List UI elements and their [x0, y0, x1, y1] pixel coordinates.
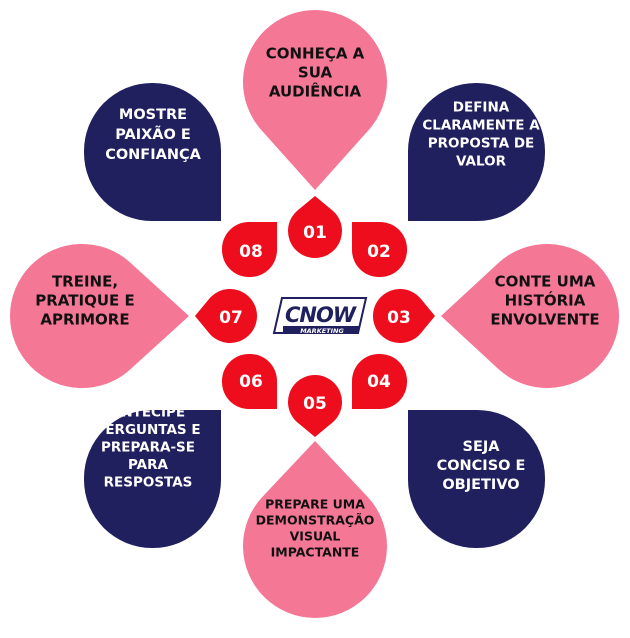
- petal-shape-01: [243, 10, 387, 191]
- leaf-shape-04: [408, 410, 545, 548]
- petal-shape-03: [441, 243, 620, 388]
- step-label-line: ENVOLVENTE: [490, 310, 599, 328]
- number-marker-06: [222, 354, 277, 409]
- step-label-line: CONCISO E: [437, 458, 526, 474]
- logo-subtext: MARKETING: [300, 327, 344, 335]
- step-number: 01: [303, 223, 327, 243]
- step-04: SEJA CONCISO E OBJETIVO 04: [352, 354, 545, 548]
- step-number: 06: [239, 372, 263, 392]
- step-label-line: SUA: [298, 63, 333, 81]
- step-label-line: PRATIQUE E: [35, 291, 134, 309]
- step-number: 07: [219, 308, 243, 328]
- number-marker-07: [195, 289, 258, 343]
- step-label-line: DEFINA: [453, 100, 510, 116]
- step-number: 08: [239, 242, 263, 262]
- petal-shape-07: [9, 244, 189, 389]
- number-marker-08: [222, 222, 277, 277]
- step-label-line: PROPOSTA DE: [428, 136, 535, 152]
- logo-text: CNOW: [285, 303, 357, 327]
- step-label-line: RESPOSTAS: [104, 475, 193, 491]
- number-marker-05: [288, 374, 343, 437]
- step-number: 02: [367, 242, 391, 262]
- step-label-line: PAIXÃO E: [115, 126, 191, 143]
- step-label-line: PERGUNTAS E: [95, 422, 200, 438]
- step-number: 05: [303, 394, 327, 414]
- number-marker-01: [288, 196, 343, 259]
- number-marker-04: [352, 354, 407, 409]
- step-label-line: CLARAMENTE A: [422, 118, 540, 134]
- step-02: DEFINA CLARAMENTE A PROPOSTA DE VALOR 02: [352, 83, 545, 277]
- number-marker-03: [372, 289, 435, 343]
- step-number: 03: [387, 308, 411, 328]
- step-label-line: CONHEÇA A: [266, 44, 365, 62]
- step-label-line: HISTÓRIA: [505, 290, 586, 309]
- step-label-line: MOSTRE: [119, 107, 187, 123]
- petal-shape-05: [243, 441, 387, 618]
- step-label-line: DEMONSTRAÇÃO: [256, 512, 375, 527]
- number-marker-02: [352, 222, 407, 277]
- step-label-line: OBJETIVO: [442, 477, 519, 493]
- step-label-line: PREPARE UMA: [265, 496, 365, 511]
- leaf-shape-06: [84, 410, 221, 548]
- step-label-line: PREPARA-SE: [101, 440, 195, 456]
- step-label-line: ANTECIPE: [111, 405, 185, 421]
- step-label-line: SEJA: [463, 439, 501, 455]
- step-label-line: IMPACTANTE: [271, 544, 360, 559]
- step-label-line: CONTE UMA: [495, 272, 596, 290]
- step-number: 04: [367, 372, 391, 392]
- step-label-line: TREINE,: [52, 272, 118, 290]
- step-label-line: APRIMORE: [40, 310, 129, 328]
- step-label-line: VISUAL: [290, 528, 341, 543]
- leaf-shape-02: [408, 83, 545, 221]
- step-08: MOSTRE PAIXÃO E CONFIANÇA 08: [84, 83, 277, 277]
- step-label-line: VALOR: [456, 154, 507, 170]
- step-label-line: PARA: [128, 457, 168, 473]
- step-label-line: AUDIÊNCIA: [269, 81, 362, 100]
- step-label-line: CONFIANÇA: [105, 147, 201, 163]
- leaf-shape-08: [84, 83, 221, 221]
